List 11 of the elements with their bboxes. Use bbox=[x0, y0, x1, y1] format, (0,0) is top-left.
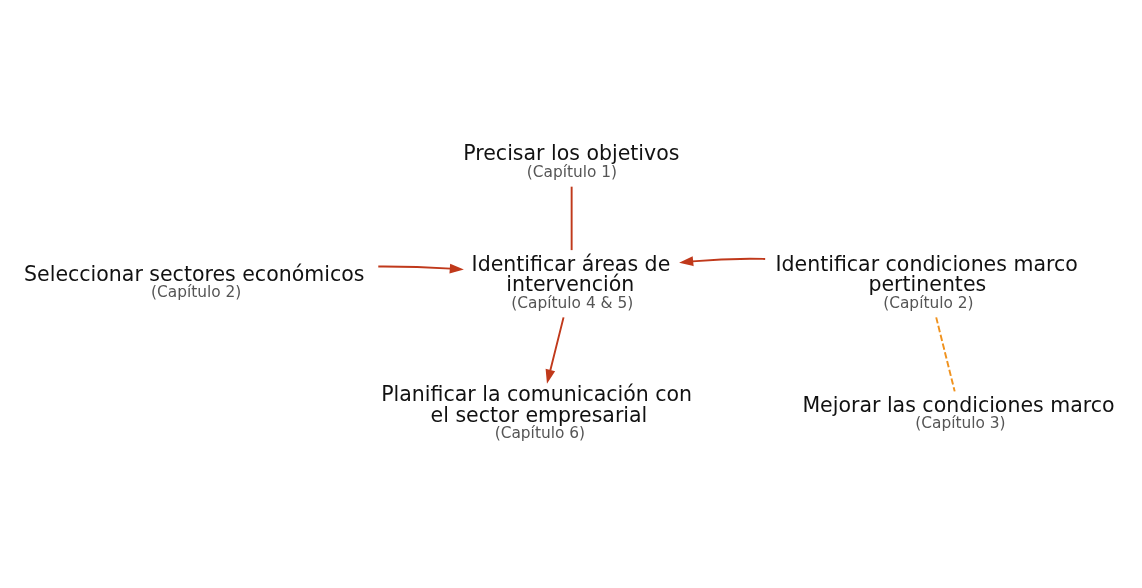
connector bbox=[935, 316, 956, 393]
node-text: Mejorar las condiciones marco (Capítulo 3) bbox=[802, 392, 1115, 433]
arrow bbox=[679, 256, 767, 267]
arrow bbox=[377, 263, 464, 274]
node-text: Identificar áreas de intervención (Capítulo 4 & 5) bbox=[471, 251, 671, 312]
connector bbox=[570, 185, 573, 252]
node-text: Seleccionar sectores económicos (Capítulo 2) bbox=[24, 261, 365, 302]
arrow bbox=[545, 316, 565, 384]
node-text: Precisar los objetivos (Capítulo 1) bbox=[463, 141, 680, 181]
node-text: Planificar la comunicación con el sector empresarial (Capítulo 6) bbox=[381, 382, 693, 443]
node-text: Identificar condiciones marco pertinentes (Capítulo 2) bbox=[775, 251, 1078, 312]
